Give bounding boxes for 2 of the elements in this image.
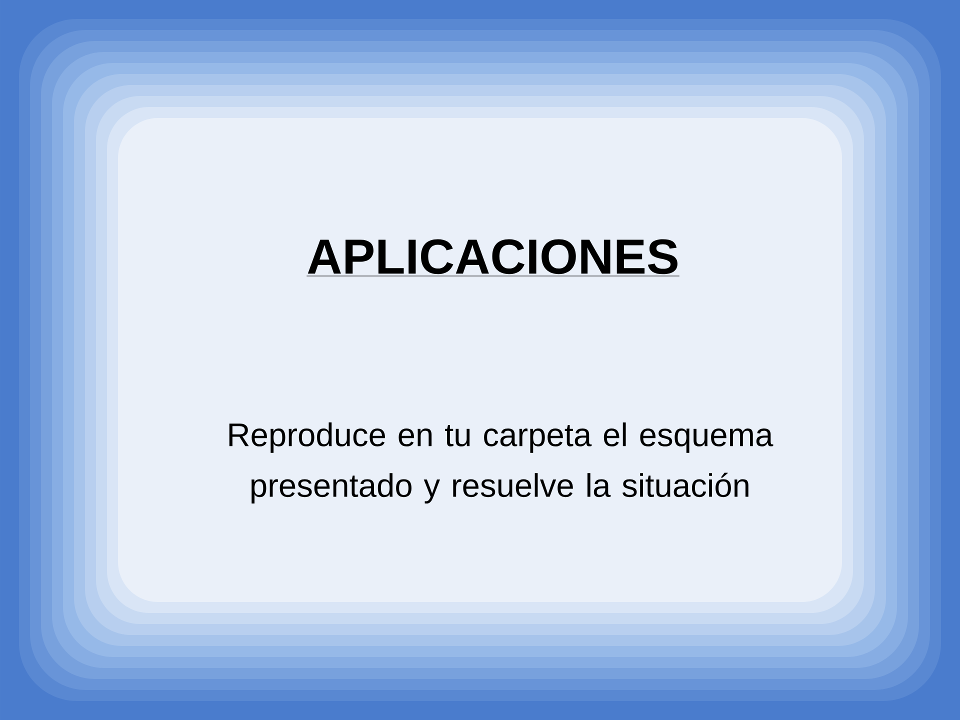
slide-title: APLICACIONES bbox=[306, 239, 680, 276]
instruction-text: Reproduce en tu carpeta el esquema presentado y resuelve la situación bbox=[229, 422, 774, 504]
